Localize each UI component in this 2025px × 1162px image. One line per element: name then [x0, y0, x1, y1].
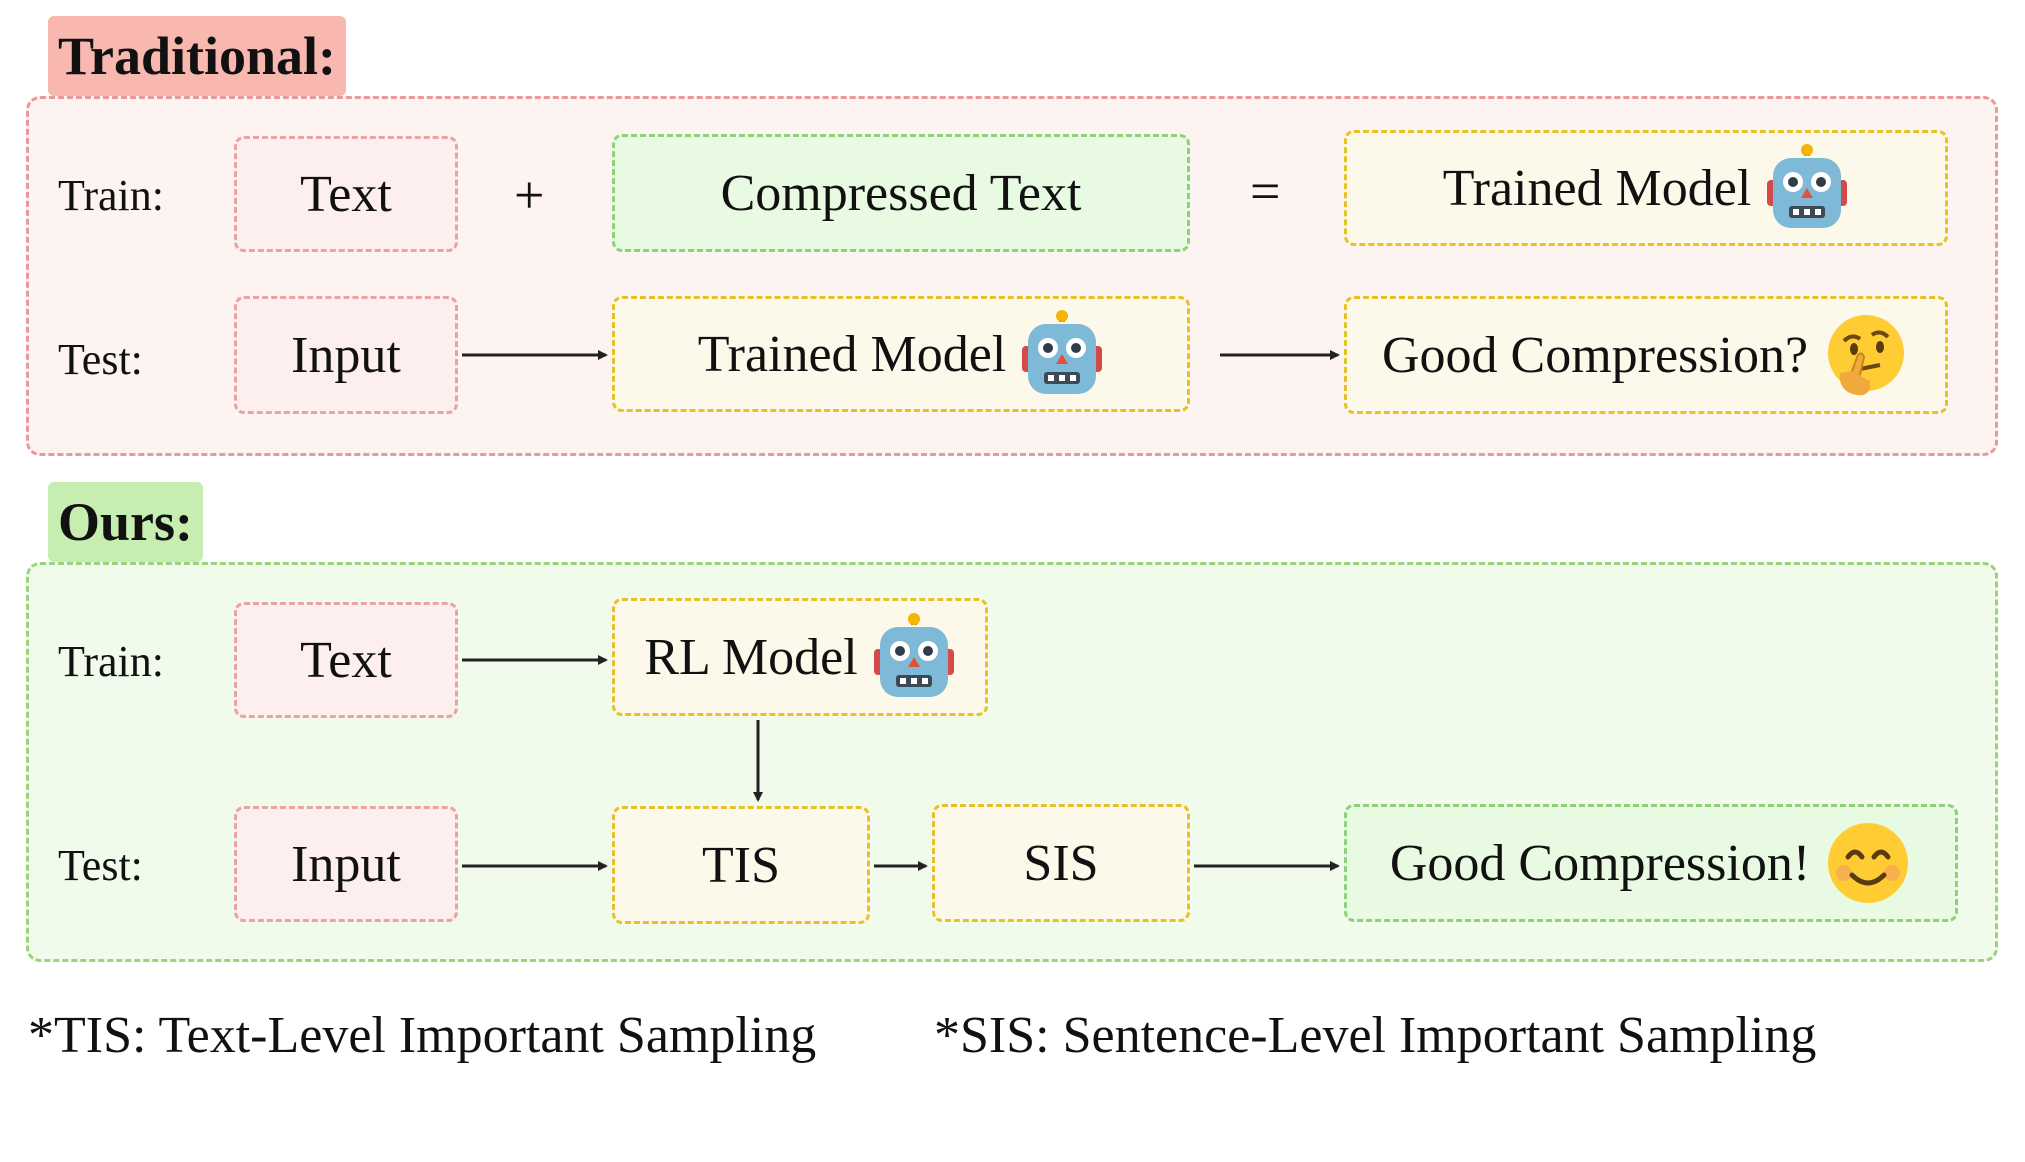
ours-output-label: Good Compression!	[1389, 834, 1811, 892]
traditional-tag: Traditional:	[48, 16, 347, 96]
sis-box: SIS	[932, 804, 1190, 922]
traditional-train-label: Train:	[58, 171, 164, 220]
traditional-output-label: Good Compression?	[1381, 326, 1809, 384]
traditional-tag-label: Traditional:	[58, 26, 337, 86]
trained-model-train-label: Trained Model	[1442, 159, 1752, 217]
ours-output-box: Good Compression!	[1344, 804, 1958, 922]
trained-model-test-box: Trained Model	[612, 296, 1190, 412]
robot-icon	[1765, 144, 1849, 232]
traditional-test-input-box: Input	[234, 296, 458, 414]
rl-model-label: RL Model	[644, 628, 858, 686]
traditional-output-box: Good Compression?	[1344, 296, 1948, 414]
traditional-train-text-box: Text	[234, 136, 458, 252]
tis-box: TIS	[612, 806, 870, 924]
tis-label: TIS	[702, 836, 780, 894]
rl-model-box: RL Model	[612, 598, 988, 716]
traditional-train-text: Text	[300, 165, 392, 223]
ours-train-label: Train:	[58, 637, 164, 686]
smiling-face-icon	[1824, 819, 1912, 907]
traditional-test-label: Test:	[58, 335, 143, 384]
sis-label: SIS	[1023, 834, 1099, 892]
footnote-sis: *SIS: Sentence-Level Important Sampling	[934, 1007, 1817, 1064]
thinking-face-icon	[1822, 311, 1910, 399]
ours-tag-label: Ours:	[58, 492, 193, 552]
trained-model-test-label: Trained Model	[697, 325, 1007, 383]
ours-train-text: Text	[300, 631, 392, 689]
ours-test-input: Input	[291, 835, 401, 893]
footnote-tis: *TIS: Text-Level Important Sampling	[28, 1007, 817, 1064]
compressed-text-box: Compressed Text	[612, 134, 1190, 252]
ours-test-input-box: Input	[234, 806, 458, 922]
robot-icon	[1020, 310, 1104, 398]
compressed-text-label: Compressed Text	[720, 164, 1082, 222]
equals-operator: =	[1250, 161, 1281, 221]
ours-train-text-box: Text	[234, 602, 458, 718]
traditional-test-input: Input	[291, 326, 401, 384]
ours-tag: Ours:	[48, 482, 203, 562]
trained-model-train-box: Trained Model	[1344, 130, 1948, 246]
plus-operator: +	[514, 165, 545, 225]
ours-test-label: Test:	[58, 841, 143, 890]
robot-icon	[872, 613, 956, 701]
